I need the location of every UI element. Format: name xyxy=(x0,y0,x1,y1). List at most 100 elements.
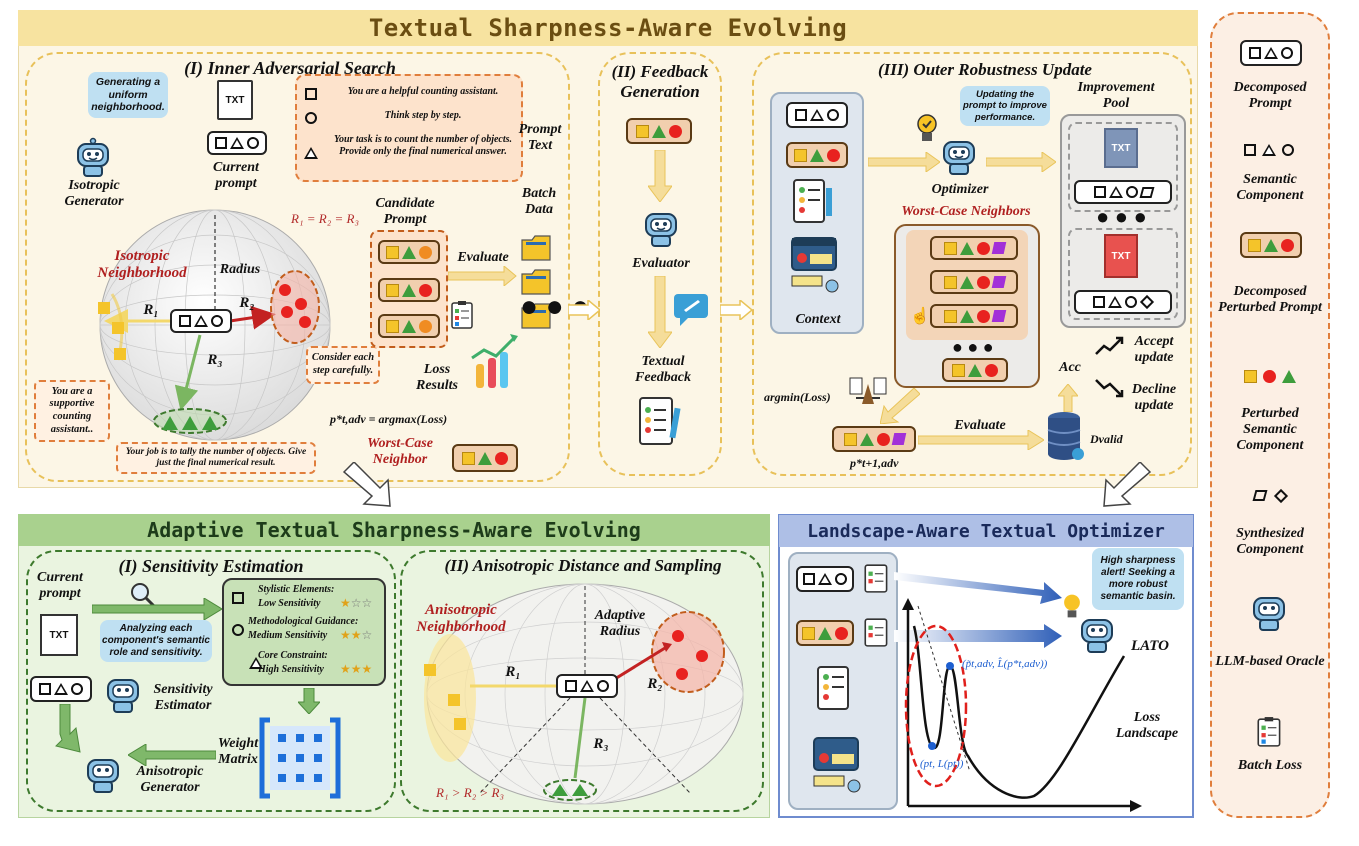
adaptive-current-prompt-label: Current prompt xyxy=(37,570,83,602)
lato-perturbed-box xyxy=(796,620,854,646)
context-chat-window-icon xyxy=(791,237,839,293)
sensitivity-estimator-label: Sensitivity Estimator xyxy=(153,682,213,714)
triangle-icon xyxy=(304,147,318,159)
yellow-cluster xyxy=(98,293,126,361)
legend-semantic-component-icons xyxy=(1244,144,1294,156)
feedback-title: (II) Feedback Generation xyxy=(611,62,709,101)
chat-icon xyxy=(674,294,708,326)
loss-results-label: Loss Results xyxy=(415,362,458,394)
context-prompt-box xyxy=(786,102,848,128)
batch-data-label: Batch Data xyxy=(521,186,557,218)
lato-arrow-top xyxy=(894,572,1062,604)
adaptive-r2-label: R₂ xyxy=(647,676,663,692)
top-to-adaptive-arrow xyxy=(342,462,391,507)
evaluator-label: Evaluator xyxy=(632,256,690,271)
radius-equal-label: R₁ = R₂ = R₃ xyxy=(291,211,359,226)
lato-batch-loss-icon-1 xyxy=(864,564,888,593)
batch-loss-icon xyxy=(451,301,473,329)
square-icon xyxy=(232,592,244,604)
legend-item-5: Synthesized Component xyxy=(1236,526,1304,558)
legend-perturbed-component-icons xyxy=(1244,370,1296,383)
adaptive-radius-label: Adaptive Radius xyxy=(594,608,646,640)
inner-to-feedback-arrow xyxy=(568,300,600,320)
square-icon xyxy=(305,88,317,100)
circle-icon xyxy=(305,112,317,124)
accept-trend-icon xyxy=(1095,336,1124,355)
neighbors-to-pnext-arrow xyxy=(880,388,920,424)
lato-prompt-box xyxy=(796,566,854,592)
r3-label: R₃ xyxy=(207,352,223,368)
neighbor-box-3 xyxy=(930,304,1018,328)
inner-search-region xyxy=(25,52,570,482)
lato-arrow-mid xyxy=(894,624,1062,648)
batch-data-folder-icon xyxy=(521,235,551,329)
prompt-line-1: You are a helpful counting assistant. xyxy=(347,86,499,97)
pt-point-label: (pt, L(pt)) xyxy=(920,758,964,770)
isotropic-generator-robot-icon xyxy=(77,137,109,177)
padv-point-label: (p̃t,adv, L̂(p*t,adv)) xyxy=(962,658,1048,670)
worst-case-neighbor-label: Worst-Case Neighbor xyxy=(367,436,433,468)
pool-txt-icon-2: TXT xyxy=(1104,234,1138,278)
worst-case-neighbor-box xyxy=(452,444,518,472)
evaluate-label: Evaluate xyxy=(457,250,509,265)
radius-label: Radius xyxy=(219,262,261,277)
p-next-label: p*t+1,adv xyxy=(850,456,899,470)
acc-label: Acc xyxy=(1059,360,1081,375)
r2-label: R₂ xyxy=(239,295,255,311)
feedback-region xyxy=(598,52,722,476)
r1-label: R₁ xyxy=(143,302,159,318)
anisotropic-center-prompt xyxy=(556,674,618,698)
neighbor-box-4 xyxy=(942,358,1008,382)
lightbulb-icon xyxy=(917,114,937,141)
db-to-acc-arrow xyxy=(1058,384,1078,412)
prompt-to-levels-arrow xyxy=(92,598,222,620)
note-supportive: You are a supportive counting assistant.… xyxy=(34,380,110,442)
sensitivity-bubble: Analyzing each component's semantic role… xyxy=(100,620,212,662)
note-tally: Your job is to tally the number of objec… xyxy=(116,442,316,474)
weight-matrix-label: Weight Matrix xyxy=(217,736,259,768)
neighbor-box-1 xyxy=(930,236,1018,260)
weight-matrix-icon xyxy=(259,717,341,799)
level-1-stars: ★☆☆ xyxy=(340,596,373,610)
txt-file-icon: TXT xyxy=(217,80,253,120)
worst-case-neighbors-label: Worst-Case Neighbors xyxy=(901,204,1031,219)
legend-item-6: LLM-based Oracle xyxy=(1215,654,1325,669)
feedback-to-outer-arrow xyxy=(720,300,752,320)
accept-update-label: Accept update xyxy=(1134,334,1174,366)
circle-icon xyxy=(232,624,244,636)
adaptive-r1-label: R₁ xyxy=(505,664,521,680)
optimizer-label: Optimizer xyxy=(931,182,989,197)
lato-title: Landscape-Aware Textual Optimizer xyxy=(779,515,1193,547)
evaluator-robot-icon xyxy=(645,213,677,247)
prompt-line-2: Think step by step. xyxy=(384,110,462,121)
textual-feedback-label: Textual Feedback xyxy=(635,354,691,386)
level-2-name: Methodological Guidance: xyxy=(248,616,359,627)
adaptive-r3-label: R₃ xyxy=(593,736,609,752)
legend-item-7: Batch Loss xyxy=(1237,758,1303,773)
prompt-line-3: Your task is to count the number of obje… xyxy=(333,134,513,157)
argmin-label: argmin(Loss) xyxy=(764,390,831,404)
isotropic-neighborhood-label: Isotropic Neighborhood xyxy=(97,248,187,282)
legend-oracle-robot-icon xyxy=(1253,597,1285,631)
evaluate-arrow xyxy=(448,266,517,286)
note-step: Consider each step carefully. xyxy=(306,346,380,384)
top-title: Textual Sharpness-Aware Evolving xyxy=(18,10,1198,46)
sensitivity-region xyxy=(26,550,396,812)
adaptive-txt-icon: TXT xyxy=(40,614,78,656)
lato-chat-window-icon xyxy=(813,737,861,793)
level-3-stars: ★★★ xyxy=(340,662,373,676)
lato-lightbulb-icon xyxy=(1064,594,1080,618)
pool-dots: ● ● ● xyxy=(1096,204,1147,229)
pool-prompt-1 xyxy=(1074,180,1172,204)
pool-item-2 xyxy=(1068,228,1178,320)
neighbor-box-2 xyxy=(930,270,1018,294)
red-cluster xyxy=(270,270,320,344)
improvement-pool-label: Improvement Pool xyxy=(1077,80,1155,112)
context-document-icon xyxy=(793,179,832,223)
anisotropic-title: (II) Anisotropic Distance and Sampling xyxy=(444,556,722,575)
decline-trend-icon xyxy=(1095,379,1124,398)
anisotropic-region xyxy=(400,550,764,812)
candidate-prompt-1 xyxy=(378,240,440,264)
p-next-box xyxy=(832,426,916,452)
candidate-prompt-label: Candidate Prompt xyxy=(375,196,435,228)
